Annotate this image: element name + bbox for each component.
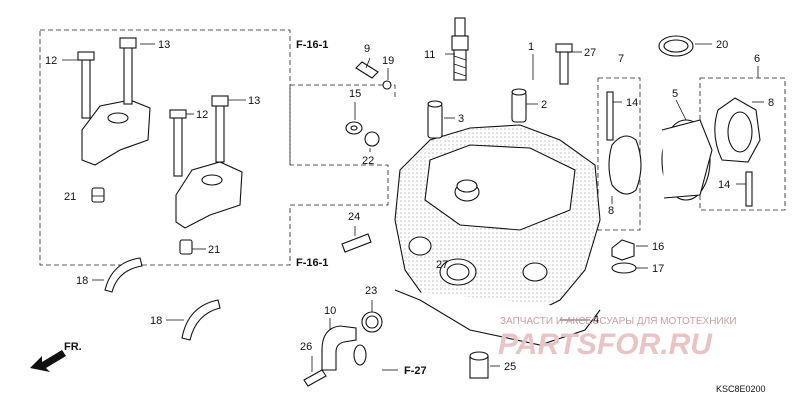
callout-2: 2 (541, 99, 547, 111)
insulator-clamp (714, 97, 761, 163)
callout-11: 11 (424, 49, 435, 61)
watermark-logo: PARTSFOR.RU (498, 328, 713, 361)
callout-9: 9 (364, 43, 370, 55)
holder-bolt-13 (119, 37, 137, 105)
ref-label-top: F-16-1 (296, 39, 328, 51)
camshaft-holder-group-outline (39, 29, 389, 266)
callout-19: 19 (382, 55, 394, 67)
valve-lifter-2 (511, 88, 527, 123)
insulator-band (608, 135, 642, 195)
callout-18: 18 (76, 275, 88, 287)
flange-bolt (555, 43, 573, 85)
dowel-pin-21b (179, 239, 193, 255)
callout-27: 27 (584, 47, 596, 59)
callout-21b: 21 (208, 244, 220, 256)
callout-24: 24 (348, 211, 360, 223)
insulator-group-outline (597, 77, 641, 231)
camshaft-holder-lower (175, 161, 243, 229)
callout-26: 26 (300, 341, 312, 353)
callout-8b: 8 (608, 205, 614, 217)
stud-bolt (355, 61, 392, 90)
holder-bolt-12b (169, 109, 187, 177)
callout-7: 7 (618, 53, 624, 65)
holder-bolt-13b (211, 95, 229, 163)
hose-clamp-20 (658, 35, 694, 57)
callout-25: 25 (504, 361, 516, 373)
dowel-pin-21 (91, 187, 105, 203)
collar-25 (469, 351, 489, 379)
cylinder-head (394, 124, 601, 346)
callout-8: 8 (768, 97, 774, 109)
callout-23: 23 (365, 285, 377, 297)
callout-12b: 12 (196, 109, 208, 121)
callout-3: 3 (458, 113, 464, 125)
leader-lines (62, 43, 764, 372)
diagram-code: KSC8E0200 (716, 384, 766, 394)
carb-insulator (661, 119, 713, 201)
semicircle-plug (104, 257, 143, 293)
washer-17 (611, 262, 637, 274)
callout-1: 1 (528, 41, 534, 53)
band-screw-14 (606, 91, 614, 141)
callout-18b: 18 (150, 315, 162, 327)
callout-13: 13 (158, 39, 170, 51)
callout-10: 10 (324, 305, 336, 317)
callout-20: 20 (716, 39, 728, 51)
watermark-caption: ЗАПЧАСТИ И АКСЕССУАРЫ ДЛЯ МОТОТЕХНИКИ (500, 316, 737, 327)
spark-plug (451, 17, 469, 81)
semicircle-plug-2 (181, 299, 221, 341)
front-direction-label: FR. (64, 341, 82, 353)
callout-14: 14 (626, 97, 638, 109)
callout-27b: 27 (436, 259, 448, 271)
callout-4: 4 (593, 314, 599, 326)
ref-label-bottom: F-27 (404, 365, 427, 377)
stud-24 (341, 233, 372, 253)
callout-14b: 14 (718, 179, 730, 191)
holder-bolt-12 (77, 51, 95, 119)
callout-21: 21 (64, 191, 76, 203)
valve-group-outline (289, 84, 396, 165)
o-ring (364, 131, 380, 147)
cap-nut-16 (611, 239, 635, 261)
callout-5: 5 (672, 88, 678, 100)
callout-22: 22 (362, 155, 374, 167)
camshaft-holder-upper (81, 99, 151, 166)
washer (345, 121, 363, 135)
callout-13b: 13 (248, 95, 260, 107)
callout-17: 17 (652, 263, 664, 275)
bolt-26 (303, 369, 327, 387)
front-arrow-icon (30, 350, 66, 372)
callout-12: 12 (45, 55, 57, 67)
callout-6: 6 (754, 53, 760, 65)
valve-lifter (427, 100, 443, 139)
callout-16: 16 (652, 241, 664, 253)
clamp-bolt-14 (745, 171, 753, 207)
ref-label-mid: F-16-1 (296, 257, 328, 269)
o-ring-23 (361, 311, 383, 333)
callout-15: 15 (349, 88, 361, 100)
water-joint (321, 325, 367, 371)
